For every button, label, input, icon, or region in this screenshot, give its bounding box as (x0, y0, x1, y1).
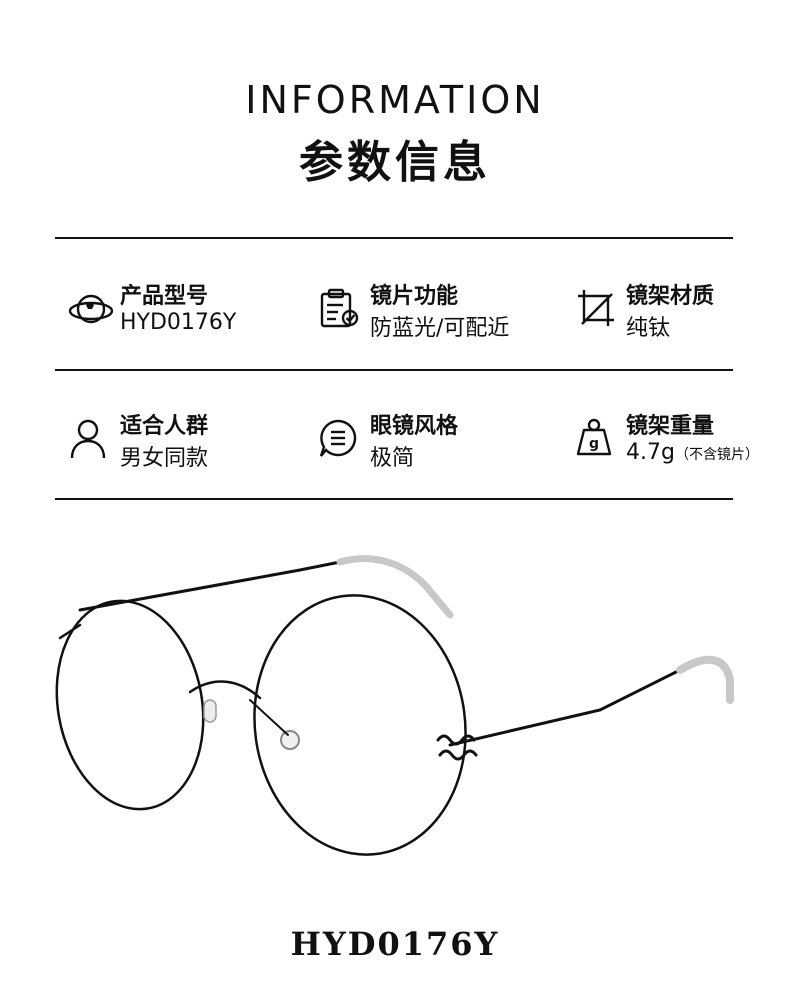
crop-material-icon (574, 286, 620, 332)
spec-value: 极简 (370, 446, 415, 471)
spec-value: HYD0176Y (120, 310, 237, 335)
divider (55, 237, 733, 239)
product-image-glasses (40, 530, 760, 890)
product-model: HYD0176Y (290, 925, 500, 963)
spec-value: 4.7g（不含镜片） (626, 440, 759, 465)
spec-label: 镜片功能 (370, 284, 459, 309)
page-title-cn: 参数信息 (299, 137, 491, 188)
person-icon (68, 416, 114, 462)
divider (55, 369, 733, 371)
spec-value: 防蓝光/可配近 (370, 316, 510, 341)
spec-label: 眼镜风格 (370, 414, 459, 439)
spec-model: 产品型号 HYD0176Y (68, 276, 298, 356)
weight-icon: g (574, 416, 620, 462)
spec-audience: 适合人群 男女同款 (68, 406, 298, 486)
spec-value: 男女同款 (120, 446, 209, 471)
spec-style: 眼镜风格 极简 (318, 406, 548, 486)
spec-label: 适合人群 (120, 414, 209, 439)
spec-weight: g 镜架重量 4.7g（不含镜片） (574, 406, 790, 486)
chat-bubble-icon (318, 416, 364, 462)
divider (55, 498, 733, 500)
spec-lens-function: 镜片功能 防蓝光/可配近 (318, 276, 548, 356)
weight-icon-letter: g (589, 436, 599, 452)
weight-note: （不含镜片） (674, 447, 759, 463)
spec-label: 产品型号 (120, 284, 209, 309)
page-title-en: INFORMATION (245, 78, 545, 122)
planet-icon (68, 286, 114, 332)
clipboard-check-icon (318, 286, 364, 332)
weight-value: 4.7g (626, 440, 675, 465)
spec-material: 镜架材质 纯钛 (574, 276, 790, 356)
spec-value: 纯钛 (626, 316, 671, 341)
spec-label: 镜架材质 (626, 284, 715, 309)
spec-label: 镜架重量 (626, 414, 715, 439)
